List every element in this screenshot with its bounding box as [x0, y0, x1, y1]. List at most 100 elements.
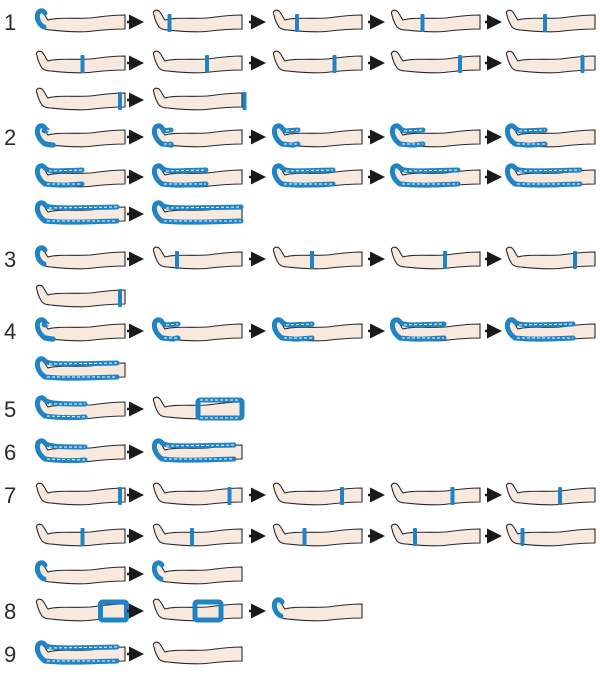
leg-7-8: [272, 523, 363, 547]
leg-2-4: [389, 123, 481, 148]
leg-7-11: [34, 560, 126, 585]
leg-3-5: [505, 246, 596, 270]
compression-cuff-icon: [458, 55, 462, 73]
compression-cuff-icon: [543, 14, 547, 32]
leg-1-9: [390, 50, 481, 74]
leg-1-7: [152, 50, 243, 74]
leg-icon: [152, 523, 243, 547]
leg-icon: [152, 641, 243, 665]
leg-icon: [152, 246, 243, 270]
leg-4-4: [389, 317, 481, 342]
compression-cuff-icon: [98, 599, 129, 623]
leg-6-1: [34, 438, 126, 464]
leg-4-6: [34, 356, 126, 381]
leg-icon: [152, 9, 243, 33]
leg-icon: [390, 9, 481, 33]
leg-1-3: [272, 9, 363, 33]
leg-5-1: [34, 395, 126, 421]
leg-2-10: [504, 163, 596, 188]
compression-cuff-icon: [580, 55, 585, 73]
leg-3-1: [34, 245, 126, 270]
leg-2-2: [151, 123, 243, 148]
leg-1-1: [34, 8, 126, 33]
compression-cuff-icon: [520, 528, 525, 546]
compression-cuff-icon: [420, 14, 425, 32]
leg-3-2: [152, 246, 243, 270]
compression-cuff-icon: [34, 356, 120, 381]
leg-7-3: [272, 482, 363, 506]
sequence-number: 7: [4, 483, 16, 508]
compression-cuff-icon: [295, 14, 299, 32]
compression-cuff-icon: [190, 528, 194, 546]
leg-icon: [505, 246, 596, 270]
leg-2-5: [504, 123, 596, 148]
leg-2-7: [151, 163, 243, 188]
leg-1-6: [35, 50, 126, 74]
leg-2-9: [389, 163, 481, 188]
leg-7-7: [152, 523, 243, 547]
compression-cuff-icon: [167, 14, 172, 32]
compression-cuff-icon: [118, 289, 122, 307]
compression-cuff-icon: [34, 8, 48, 30]
compression-cuff-icon: [558, 487, 562, 505]
compression-cuff-icon: [227, 487, 232, 505]
compression-cuff-icon: [192, 599, 224, 623]
leg-1-2: [152, 9, 243, 33]
sequence-number: 5: [4, 397, 16, 422]
compression-cuff-icon: [340, 487, 344, 505]
compression-cuff-icon: [151, 560, 165, 582]
leg-7-6: [35, 523, 126, 547]
leg-4-2: [151, 317, 243, 342]
leg-1-4: [390, 9, 481, 33]
compression-cuff-icon: [151, 163, 209, 188]
leg-icon: [152, 50, 243, 74]
compression-cuff-icon: [151, 438, 237, 463]
compression-cuff-icon: [389, 317, 447, 342]
compression-cuff-icon: [413, 528, 417, 546]
compression-cuff-icon: [389, 163, 461, 188]
compression-cuff-icon: [151, 200, 244, 225]
compression-cuff-icon: [80, 55, 85, 73]
sequence-number: 3: [4, 247, 16, 272]
compression-cuff-icon: [443, 251, 447, 269]
leg-7-1: [35, 482, 126, 506]
compression-cuff-icon: [151, 317, 181, 342]
compression-cuff-icon: [151, 123, 175, 148]
leg-4-1: [34, 317, 126, 342]
leg-icon: [390, 246, 481, 270]
leg-2-8: [271, 163, 363, 188]
leg-3-4: [390, 246, 481, 270]
leg-icon: [390, 482, 481, 506]
compression-cuff-icon: [271, 597, 285, 619]
leg-1-5: [505, 9, 596, 33]
compression-cuff-icon: [34, 123, 56, 148]
leg-icon: [505, 9, 596, 33]
leg-1-10: [505, 50, 596, 74]
compression-cuff-icon: [118, 487, 122, 505]
leg-icon: [152, 87, 243, 111]
leg-icon: [272, 598, 363, 622]
leg-icon: [505, 523, 596, 547]
leg-7-12: [151, 560, 243, 585]
leg-2-12: [151, 200, 244, 225]
leg-1-11: [35, 87, 126, 111]
leg-icon: [272, 482, 363, 506]
leg-7-4: [390, 482, 481, 506]
leg-icon: [35, 87, 126, 111]
compression-cuff-icon: [34, 163, 85, 188]
leg-2-11: [34, 200, 126, 225]
sequence-number: 6: [4, 440, 16, 465]
leg-icon: [35, 9, 126, 33]
leg-2-1: [34, 123, 126, 148]
leg-icon: [272, 523, 363, 547]
leg-2-3: [271, 123, 363, 148]
leg-8-2: [152, 598, 243, 623]
compression-cuff-icon: [205, 55, 209, 73]
leg-2-6: [34, 163, 126, 188]
leg-9-1: [34, 640, 126, 665]
leg-icon: [390, 523, 481, 547]
leg-7-10: [505, 523, 596, 547]
compression-cuff-icon: [332, 55, 337, 73]
leg-icon: [35, 561, 126, 585]
